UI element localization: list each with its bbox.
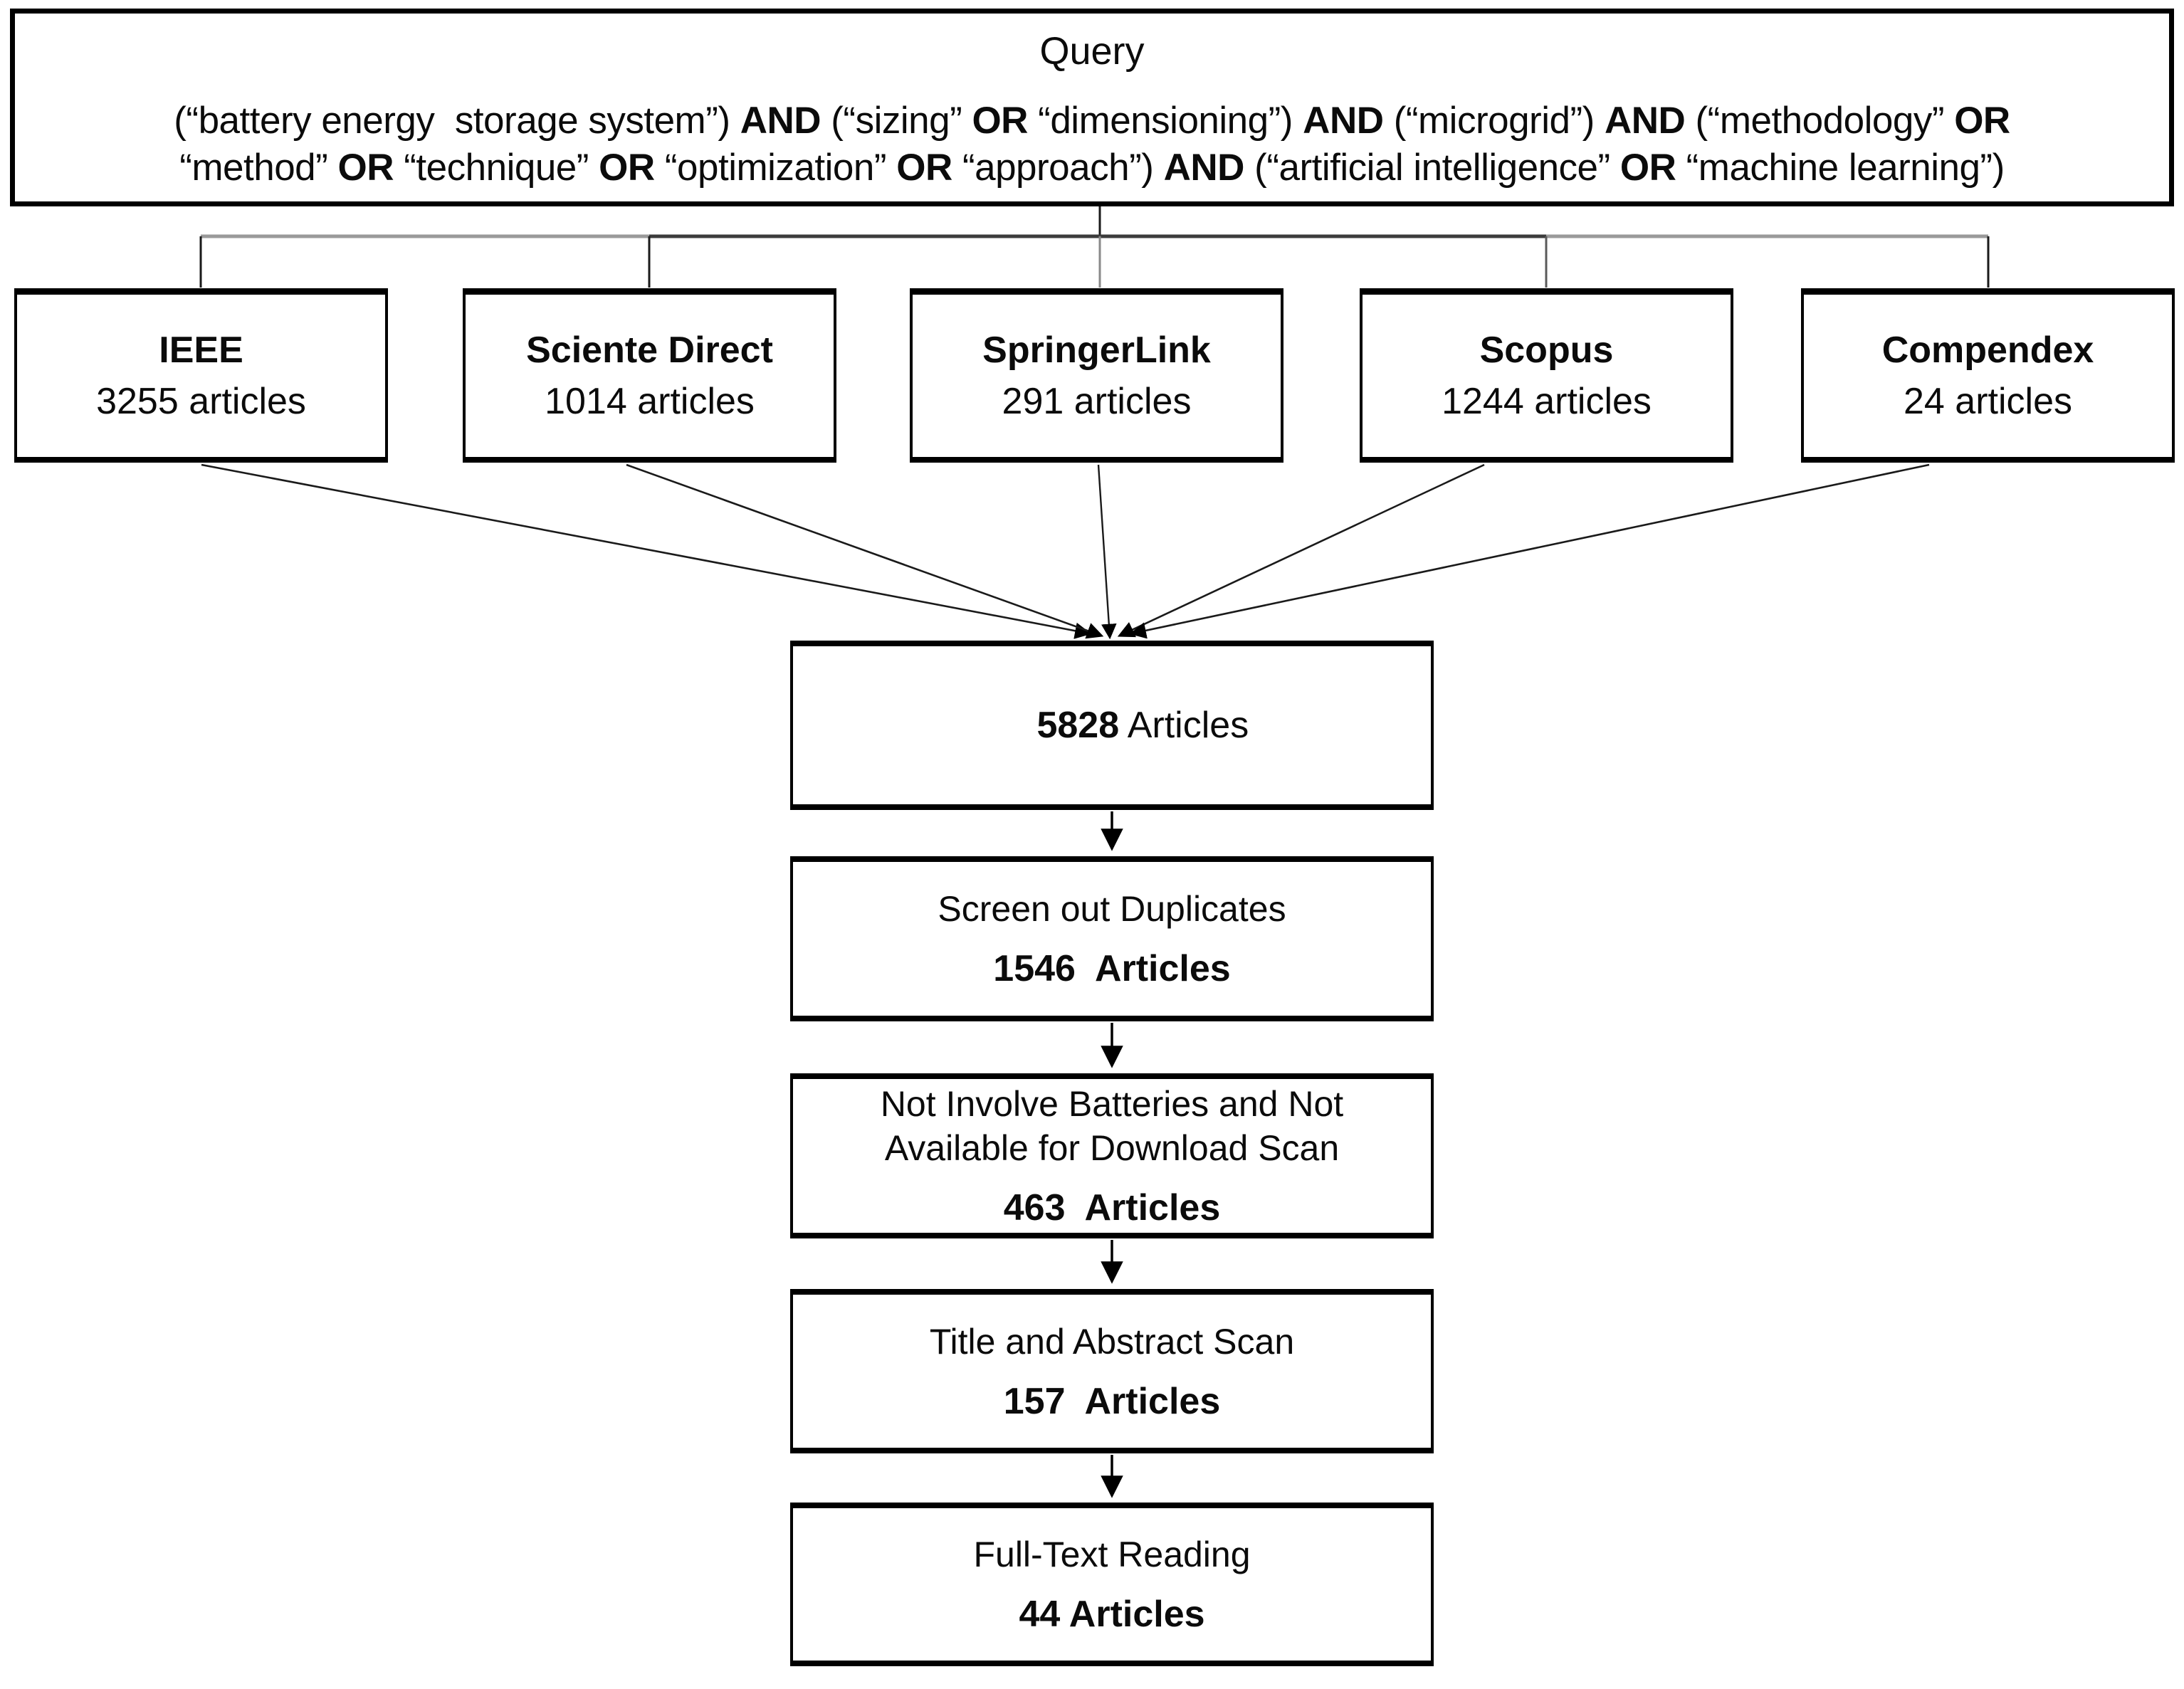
db-count: 24 articles bbox=[1904, 381, 2072, 422]
db-box-ieee: IEEE 3255 articles bbox=[14, 288, 388, 463]
db-box-compendex: Compendex 24 articles bbox=[1801, 288, 2175, 463]
flow-count: 44 Articles bbox=[1019, 1594, 1205, 1635]
query-text: (“battery energy storage system”) AND (“… bbox=[174, 98, 2010, 191]
flow-box-merged-articles: 5828 Articles bbox=[790, 641, 1434, 810]
db-name: SpringerLink bbox=[982, 330, 1211, 371]
flow-count: 5828 Articles bbox=[975, 659, 1249, 791]
flow-count: 1546 Articles bbox=[993, 948, 1231, 989]
query-text-line2: “method” OR “technique” OR “optimization… bbox=[179, 147, 2005, 189]
article-count-number: 5828 bbox=[1036, 705, 1120, 746]
flow-label: Full-Text Reading bbox=[973, 1535, 1251, 1574]
db-box-springerlink: SpringerLink 291 articles bbox=[910, 288, 1283, 463]
query-text-line1: (“battery energy storage system”) AND (“… bbox=[174, 100, 2010, 142]
arrow-springerlink-to-merge bbox=[1097, 464, 1117, 640]
flow-label: Not Involve Batteries and Not Available … bbox=[880, 1084, 1352, 1168]
arrow-compendex-to-merge bbox=[1129, 463, 1930, 639]
flow-label: Title and Abstract Scan bbox=[929, 1321, 1295, 1362]
arrow-sciencedirect-to-merge bbox=[626, 463, 1104, 639]
flow-count: 157 Articles bbox=[1003, 1380, 1221, 1422]
db-count: 1244 articles bbox=[1442, 381, 1652, 422]
flow-label: Screen out Duplicates bbox=[938, 889, 1286, 929]
article-count-suffix: Articles bbox=[1119, 705, 1249, 746]
arrow-ieee-to-merge bbox=[201, 463, 1092, 639]
db-name: IEEE bbox=[159, 330, 243, 371]
db-box-scopus: Scopus 1244 articles bbox=[1360, 288, 1733, 463]
db-count: 3255 articles bbox=[96, 381, 306, 422]
query-title: Query bbox=[1039, 30, 1145, 73]
db-count: 1014 articles bbox=[545, 381, 755, 422]
arrow-scopus-to-merge bbox=[1117, 463, 1485, 638]
db-name: Compendex bbox=[1881, 330, 2094, 371]
flow-box-title-abstract-scan: Title and Abstract Scan 157 Articles bbox=[790, 1289, 1434, 1453]
flow-box-fulltext-reading: Full-Text Reading 44 Articles bbox=[790, 1503, 1434, 1666]
flow-box-not-involve-batteries: Not Involve Batteries and Not Available … bbox=[790, 1073, 1434, 1238]
db-count: 291 articles bbox=[1002, 381, 1192, 422]
flow-box-screen-duplicates: Screen out Duplicates 1546 Articles bbox=[790, 856, 1434, 1021]
flow-count: 463 Articles bbox=[1003, 1187, 1221, 1228]
query-box: Query (“battery energy storage system”) … bbox=[10, 9, 2174, 206]
db-name: Sciente Direct bbox=[526, 330, 773, 371]
db-name: Scopus bbox=[1479, 330, 1614, 371]
db-box-sciencedirect: Sciente Direct 1014 articles bbox=[463, 288, 836, 463]
